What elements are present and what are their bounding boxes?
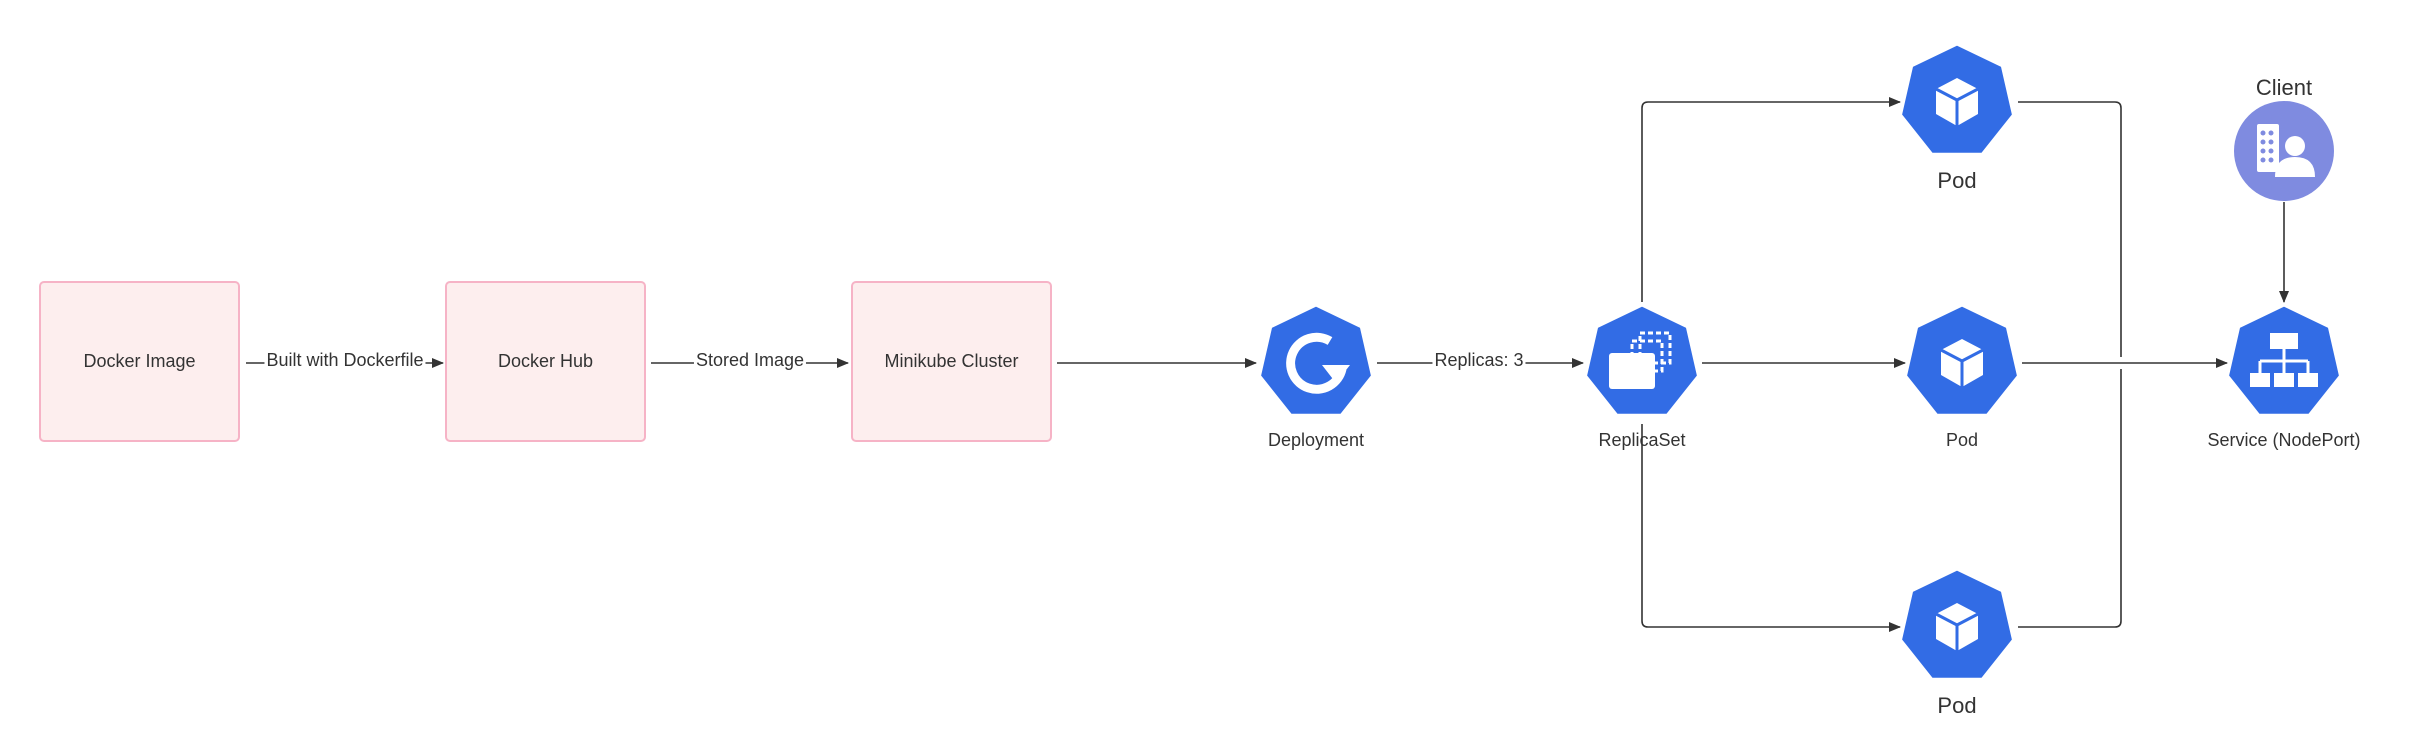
replicaset-node[interactable] bbox=[1584, 303, 1700, 417]
deployment-node[interactable] bbox=[1258, 303, 1374, 417]
client-icon bbox=[2257, 124, 2315, 177]
replicaset-icon bbox=[1609, 331, 1672, 389]
edge-pod-bottom-to-service bbox=[2018, 369, 2122, 628]
minikube-cluster-label: Minikube Cluster bbox=[884, 351, 1019, 371]
edge-label-deployment-to-replicaset: Replicas: 3 bbox=[1432, 350, 1526, 371]
service-icon bbox=[2250, 333, 2318, 387]
pod-bottom-label: Pod bbox=[1937, 693, 1977, 718]
docker-image-box[interactable]: Docker Image bbox=[39, 281, 240, 442]
replicaset-label: ReplicaSet bbox=[1598, 430, 1686, 450]
client-node[interactable] bbox=[2234, 101, 2334, 201]
connectors bbox=[246, 97, 2289, 632]
pod-middle-label: Pod bbox=[1945, 430, 1979, 450]
edge-pod-top-to-service bbox=[2018, 101, 2122, 357]
edge-replicaset-to-pod-bottom bbox=[1641, 424, 1901, 632]
minikube-cluster-box[interactable]: Minikube Cluster bbox=[851, 281, 1052, 442]
edge-label-image-to-hub: Built with Dockerfile bbox=[264, 350, 426, 371]
docker-hub-label: Docker Hub bbox=[497, 351, 594, 371]
deployment-icon bbox=[1286, 332, 1350, 394]
service-node[interactable] bbox=[2226, 303, 2342, 417]
pod-top-label: Pod bbox=[1937, 168, 1977, 193]
edge-replicaset-to-pod-top bbox=[1641, 97, 1901, 302]
edge-label-hub-to-cluster: Stored Image bbox=[693, 350, 807, 371]
pod-top-node[interactable] bbox=[1899, 42, 2015, 156]
deployment-label: Deployment bbox=[1267, 430, 1365, 450]
service-label: Service (NodePort) bbox=[2207, 430, 2361, 450]
client-label: Client bbox=[2255, 75, 2313, 100]
docker-image-label: Docker Image bbox=[83, 351, 196, 371]
pod-middle-node[interactable] bbox=[1904, 303, 2020, 417]
docker-hub-box[interactable]: Docker Hub bbox=[445, 281, 646, 442]
pod-bottom-node[interactable] bbox=[1899, 567, 2015, 681]
